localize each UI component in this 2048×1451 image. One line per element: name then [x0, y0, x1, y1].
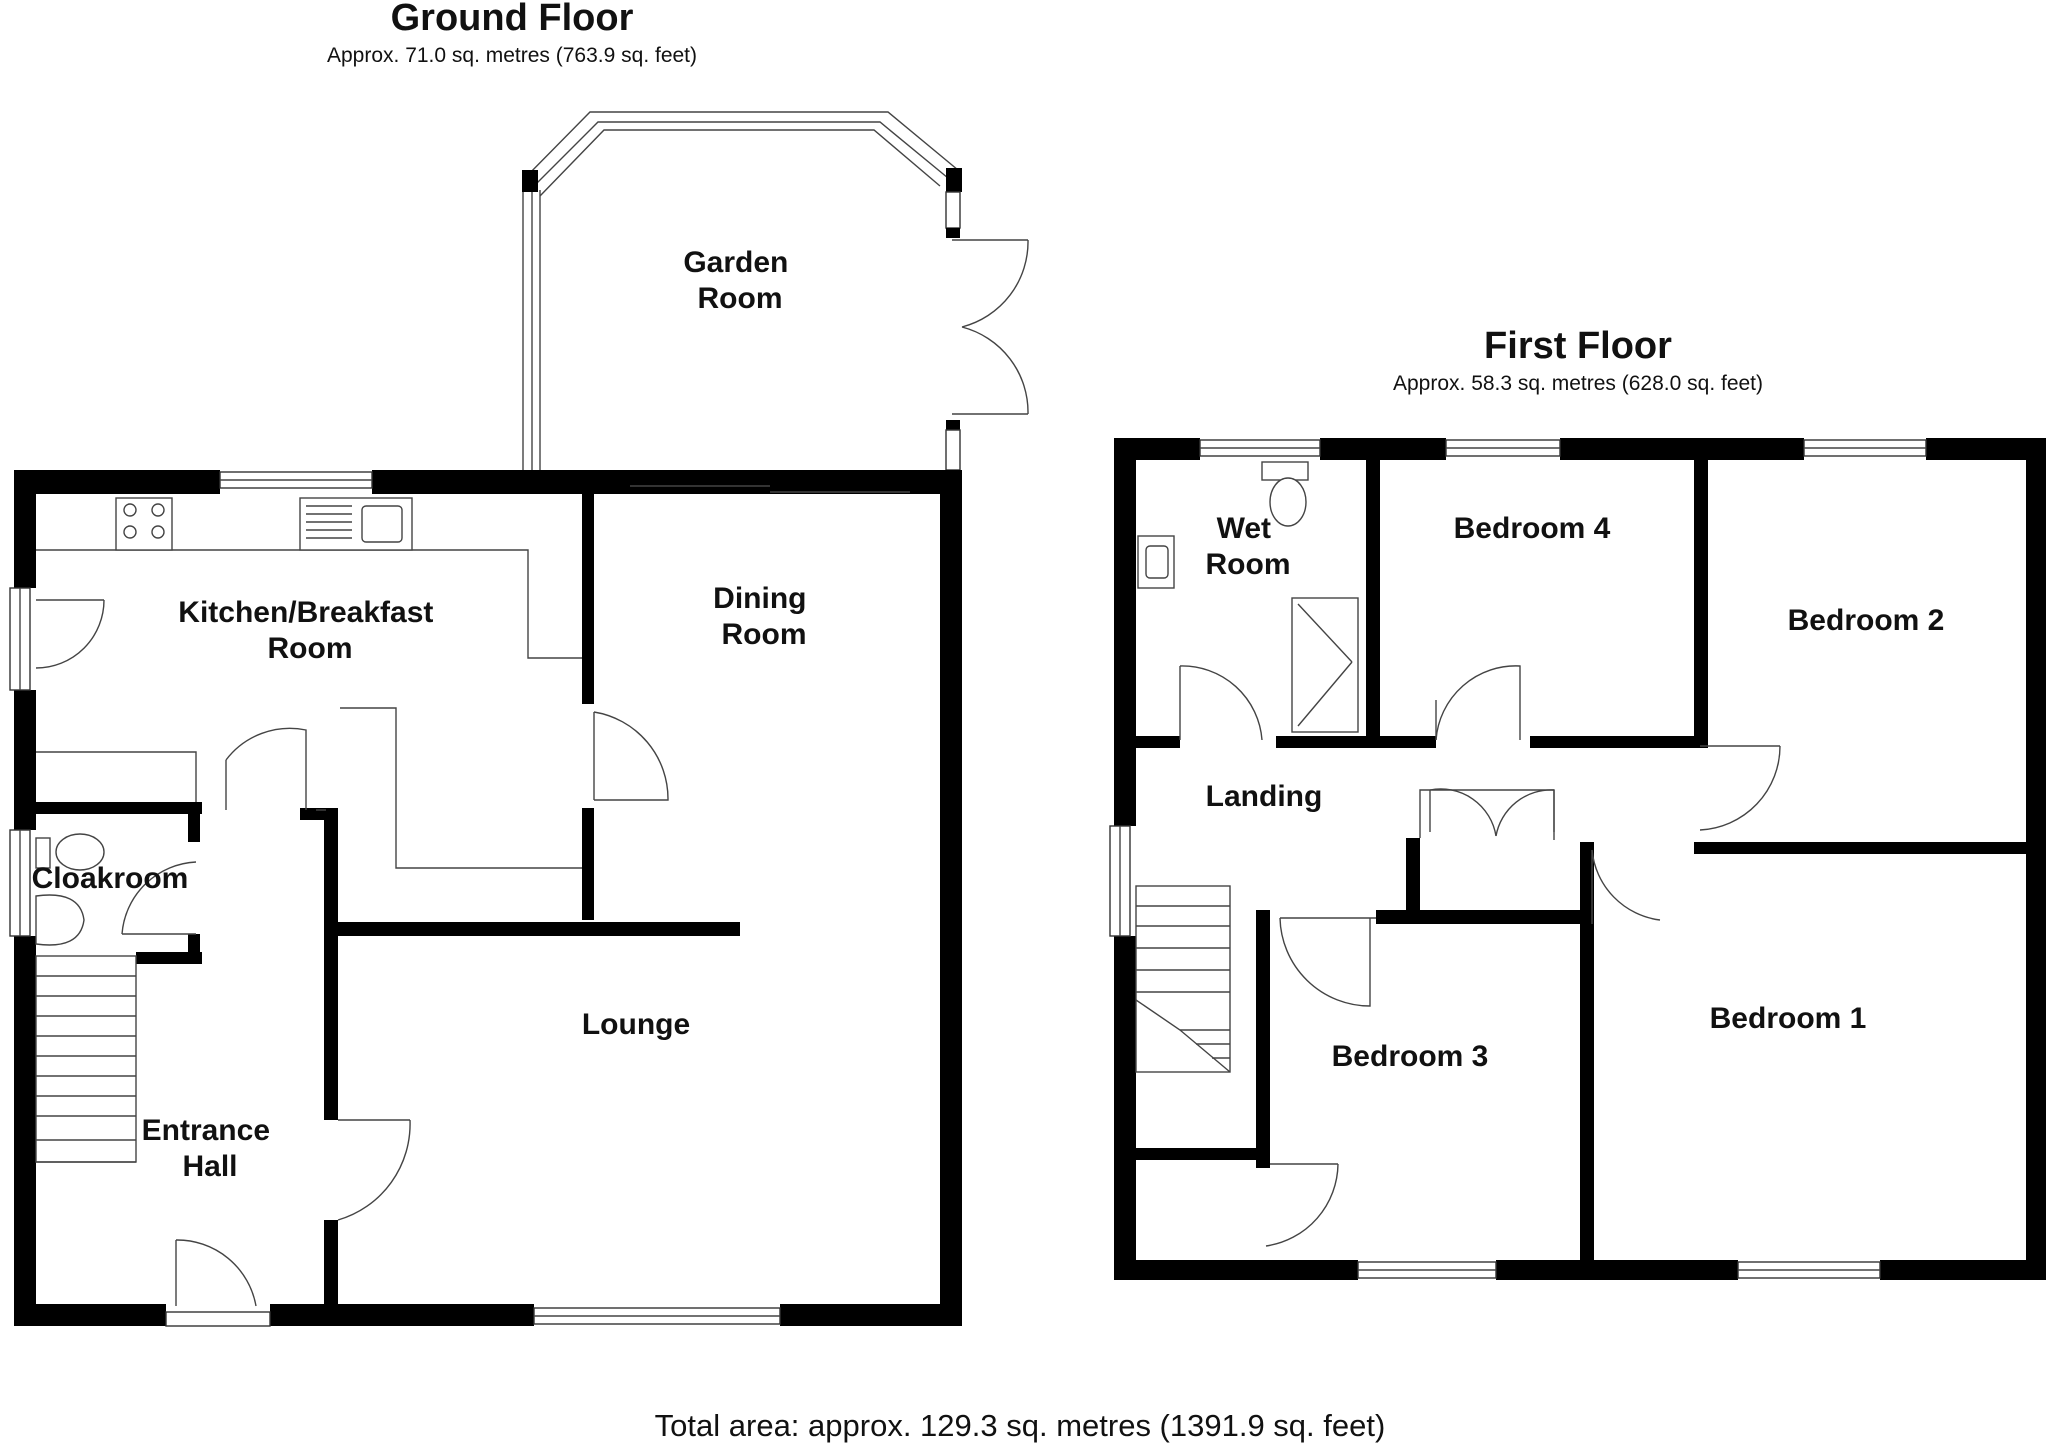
room-label-bedroom-3: Bedroom 3	[1332, 1040, 1489, 1073]
room-label-kitchen: Kitchen/Breakfast Room	[178, 596, 441, 665]
first-floor-windows	[1109, 439, 1927, 1279]
first-floor-walls	[1114, 438, 2046, 1280]
wet-room-fittings	[1137, 461, 1359, 733]
room-label-bedroom-2: Bedroom 2	[1788, 604, 1945, 637]
ground-floor-title: Ground Floor	[391, 0, 634, 39]
ground-floor-plan	[9, 111, 1029, 1327]
total-area: Total area: approx. 129.3 sq. metres (13…	[655, 1408, 1386, 1443]
room-label-dining-room: Dining Room	[713, 582, 815, 651]
room-label-wet-room: Wet Room	[1206, 512, 1291, 581]
ground-floor-doors	[35, 599, 669, 1307]
room-label-cloakroom: Cloakroom	[32, 862, 189, 895]
room-label-bedroom-1: Bedroom 1	[1710, 1002, 1867, 1035]
garden-room-french-doors	[952, 239, 1029, 415]
room-label-lounge: Lounge	[582, 1008, 690, 1041]
kitchen-fittings	[36, 497, 582, 869]
room-label-bedroom-4: Bedroom 4	[1454, 512, 1611, 545]
room-label-garden-room: Garden Room	[683, 246, 796, 315]
ground-floor-windows	[9, 471, 910, 1327]
ground-floor-staircase	[35, 955, 137, 1163]
room-label-entrance-hall: Entrance Hall	[142, 1114, 279, 1183]
first-floor-staircase	[1135, 885, 1231, 1073]
cloakroom-fittings	[35, 833, 105, 946]
ground-floor-area: Approx. 71.0 sq. metres (763.9 sq. feet)	[327, 44, 697, 67]
first-floor-area: Approx. 58.3 sq. metres (628.0 sq. feet)	[1393, 372, 1763, 395]
garden-room-bay-window	[522, 111, 962, 475]
ground-floor-walls	[14, 470, 962, 1326]
room-label-landing: Landing	[1206, 780, 1323, 813]
first-floor-doors	[1179, 665, 1781, 1247]
first-floor-plan	[1109, 438, 2046, 1280]
first-floor-title: First Floor	[1484, 325, 1672, 367]
